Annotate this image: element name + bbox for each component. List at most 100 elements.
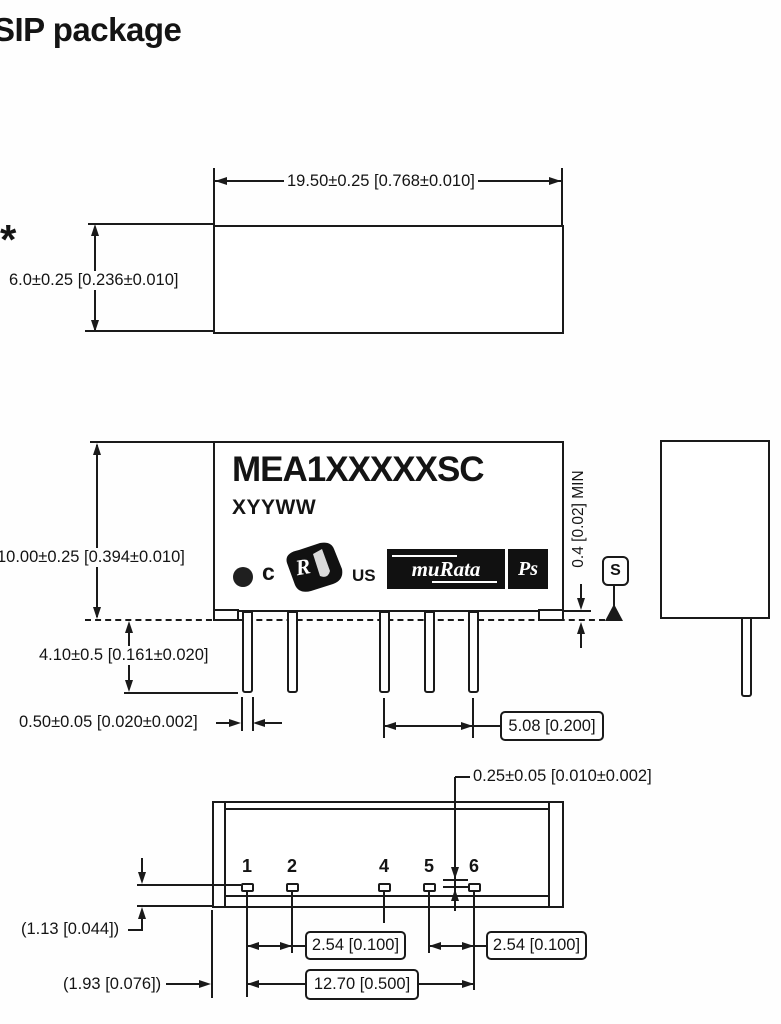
cert-prefix: c — [262, 559, 275, 585]
standoff-foot-right — [538, 609, 564, 621]
side-view-lead-pin — [741, 617, 752, 697]
front-view-body — [213, 441, 564, 612]
ext-line — [383, 698, 385, 738]
pin-label-2: 2 — [286, 856, 297, 876]
cert-suffix: US — [352, 566, 376, 585]
dim-arrow — [280, 942, 292, 950]
murata-logo-text: muRata — [387, 549, 505, 589]
dim-arrow — [384, 722, 396, 730]
pin-pad-5 — [423, 883, 436, 892]
footnote-asterisk: * — [0, 216, 17, 263]
page-title: SIP package — [0, 11, 182, 48]
ext-line — [472, 698, 474, 738]
dim-line — [141, 858, 143, 874]
ext-line — [124, 692, 238, 694]
pitch-dim-left-box: 2.54 [0.100] — [305, 931, 406, 960]
lead-pin-4 — [379, 611, 390, 693]
dim-arrow — [462, 942, 474, 950]
dim-arrow — [138, 907, 146, 919]
ext-line — [563, 610, 591, 612]
ext-line — [88, 223, 213, 225]
datum-symbol: S — [602, 556, 629, 586]
dim-arrow — [247, 980, 259, 988]
dim-arrow — [461, 722, 473, 730]
ext-line — [252, 697, 254, 731]
pin1-indicator-dot — [233, 567, 253, 587]
dim-arrow — [247, 942, 259, 950]
side-view-body — [660, 440, 770, 619]
ext-line — [241, 697, 243, 731]
part-number: MEA1XXXXXSC — [232, 450, 485, 489]
ext-line — [561, 168, 563, 225]
ext-line — [383, 892, 385, 923]
dim-arrow — [229, 719, 241, 727]
row-length-dim-box: 12.70 [0.500] — [305, 969, 419, 1000]
dim-line — [580, 632, 582, 648]
dim-line — [384, 725, 502, 727]
seating-plane-dashed-line — [85, 619, 605, 621]
pitch-dim-right-box: 2.54 [0.100] — [486, 931, 587, 960]
dim-line — [96, 445, 98, 617]
dim-line — [580, 584, 582, 600]
dim-line — [166, 983, 200, 985]
murata-logo: muRata Ps — [387, 549, 548, 589]
leader-line — [128, 929, 143, 931]
bottom-view-endcap-line — [548, 801, 550, 908]
dim-line — [141, 917, 143, 931]
dim-arrow — [429, 942, 441, 950]
dim-line — [216, 722, 229, 724]
bottom-view-endcap-line — [224, 801, 226, 908]
dim-arrow — [577, 622, 585, 634]
lead-length-dim: 4.10±0.5 [0.161±0.020] — [36, 646, 212, 665]
ext-line — [137, 884, 241, 886]
ext-line — [90, 441, 213, 443]
leader-line — [455, 776, 470, 778]
top-view-body — [213, 225, 564, 334]
bottom-view-inner-line — [225, 808, 549, 810]
lead-pin-2 — [287, 611, 298, 693]
dim-arrow — [138, 872, 146, 884]
dim-arrow — [215, 177, 227, 185]
pin-pad-6 — [468, 883, 481, 892]
pin-label-5: 5 — [423, 856, 434, 876]
murata-logo-ps: Ps — [508, 549, 548, 589]
dim-arrow — [125, 680, 133, 692]
standoff-foot-left — [213, 609, 239, 621]
dim-arrow — [549, 177, 561, 185]
dim-arrow — [451, 867, 459, 879]
datum-leader-line — [613, 585, 615, 606]
ext-line — [291, 892, 293, 953]
ext-line — [473, 892, 475, 990]
top-view-height-dim: 6.0±0.25 [0.236±0.010] — [6, 271, 182, 290]
dim-arrow — [125, 621, 133, 633]
pin-label-4: 4 — [378, 856, 389, 876]
ext-line — [137, 905, 213, 907]
svg-text:R: R — [293, 553, 313, 580]
ext-line — [211, 910, 213, 998]
date-code: XYYWW — [232, 496, 317, 519]
dim-line — [265, 722, 282, 724]
lead-pin-6 — [468, 611, 479, 693]
pin-pad-2 — [286, 883, 299, 892]
dim-arrow — [462, 980, 474, 988]
lead-edge-dim: (1.13 [0.044]) — [18, 920, 123, 939]
dim-arrow — [577, 598, 585, 610]
datum-triangle-icon — [605, 604, 623, 621]
dim-arrow — [253, 719, 265, 727]
lead-width-dim: 0.50±0.05 [0.020±0.002] — [16, 713, 201, 732]
dim-arrow — [93, 607, 101, 619]
end-margin-dim: (1.93 [0.076]) — [60, 975, 165, 994]
lead-pin-1 — [242, 611, 253, 693]
top-view-width-dim: 19.50±0.25 [0.768±0.010] — [284, 172, 478, 191]
bottom-view-inner-line — [225, 895, 549, 897]
pin-pad-1 — [241, 883, 254, 892]
lead-thickness-dim: 0.25±0.05 [0.010±0.002] — [470, 767, 655, 786]
pin-pad-4 — [378, 883, 391, 892]
ext-line — [213, 168, 215, 225]
ext-line — [428, 892, 430, 953]
dim-arrow — [91, 320, 99, 332]
dim-line — [429, 945, 486, 947]
dim-arrow — [93, 443, 101, 455]
lead-span-dim-box: 5.08 [0.200] — [500, 711, 604, 741]
